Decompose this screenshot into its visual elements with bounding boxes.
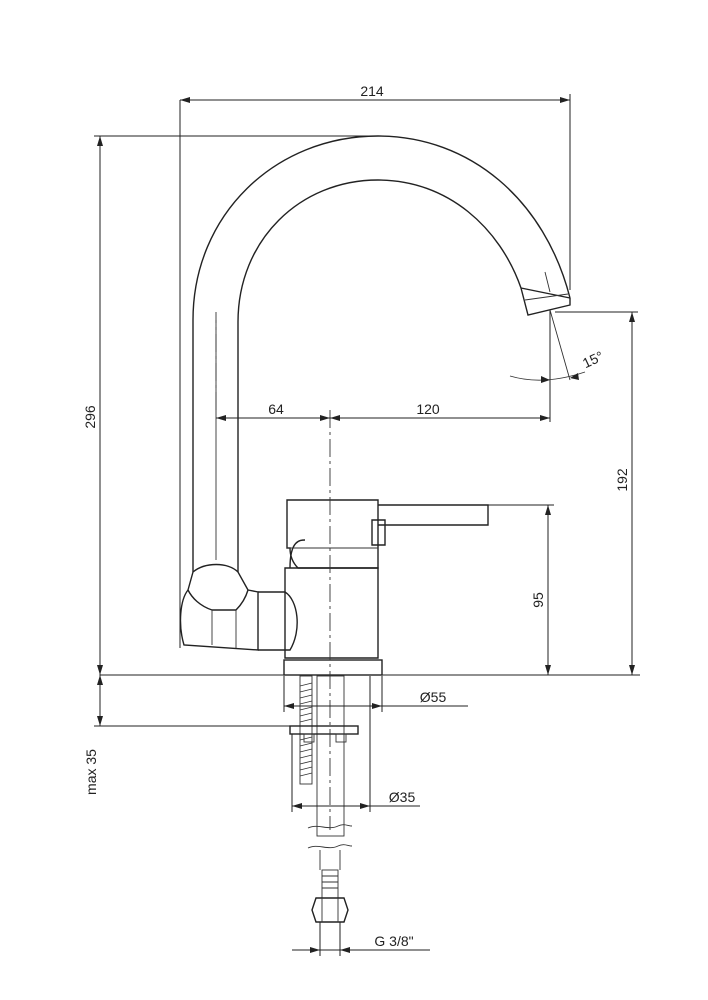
mounting-hardware	[289, 675, 359, 923]
dimension-spout-height-label: 192	[614, 468, 630, 492]
dimension-shank-diameter: Ø35	[291, 676, 420, 812]
dimension-shank-diameter-label: Ø35	[389, 789, 416, 805]
dimension-handle-height-label: 95	[530, 592, 546, 608]
dimension-offset-left-label: 64	[268, 401, 284, 417]
dimension-handle-height: 95	[488, 504, 554, 675]
dimension-base-diameter: Ø55	[283, 676, 468, 712]
dimension-spout-angle: 15°	[509, 309, 606, 383]
dimension-connection-thread-label: G 3/8"	[374, 933, 413, 949]
dimension-total-height: 296	[82, 135, 380, 675]
dimension-mounting-thickness-label: max 35	[83, 749, 99, 795]
dimension-connection-thread: G 3/8"	[292, 922, 430, 956]
center-lines	[215, 320, 331, 830]
dimension-mounting-thickness: max 35	[83, 675, 290, 795]
dimension-total-width: 214	[179, 83, 571, 648]
dimension-base-diameter-label: Ø55	[420, 689, 447, 705]
dimension-spout-offsets: 64 120	[216, 310, 551, 422]
faucet-outline	[100, 135, 640, 676]
dimension-total-height-label: 296	[82, 405, 98, 429]
dimension-spout-height: 192	[555, 311, 638, 675]
dimension-offset-right-label: 120	[416, 401, 440, 417]
dimension-total-width-label: 214	[360, 83, 384, 99]
dimension-spout-angle-label: 15°	[580, 348, 606, 371]
